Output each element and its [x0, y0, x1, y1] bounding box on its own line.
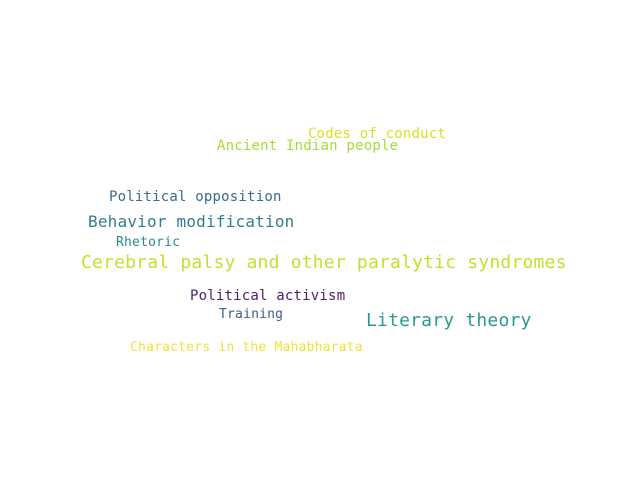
word-political-activism: Political activism: [190, 288, 346, 304]
word-behavior-modification: Behavior modification: [88, 212, 295, 231]
word-rhetoric: Rhetoric: [116, 235, 181, 250]
word-characters-in-the-mahabharata: Characters in the Mahabharata: [130, 340, 363, 355]
word-cerebral-palsy: Cerebral palsy and other paralytic syndr…: [81, 252, 567, 273]
word-training: Training: [219, 307, 284, 322]
word-ancient-indian-people: Ancient Indian people: [217, 138, 399, 154]
word-codes-of-conduct: Codes of conduct: [308, 126, 447, 142]
word-literary-theory: Literary theory: [366, 310, 532, 331]
word-political-opposition: Political opposition: [109, 189, 282, 205]
